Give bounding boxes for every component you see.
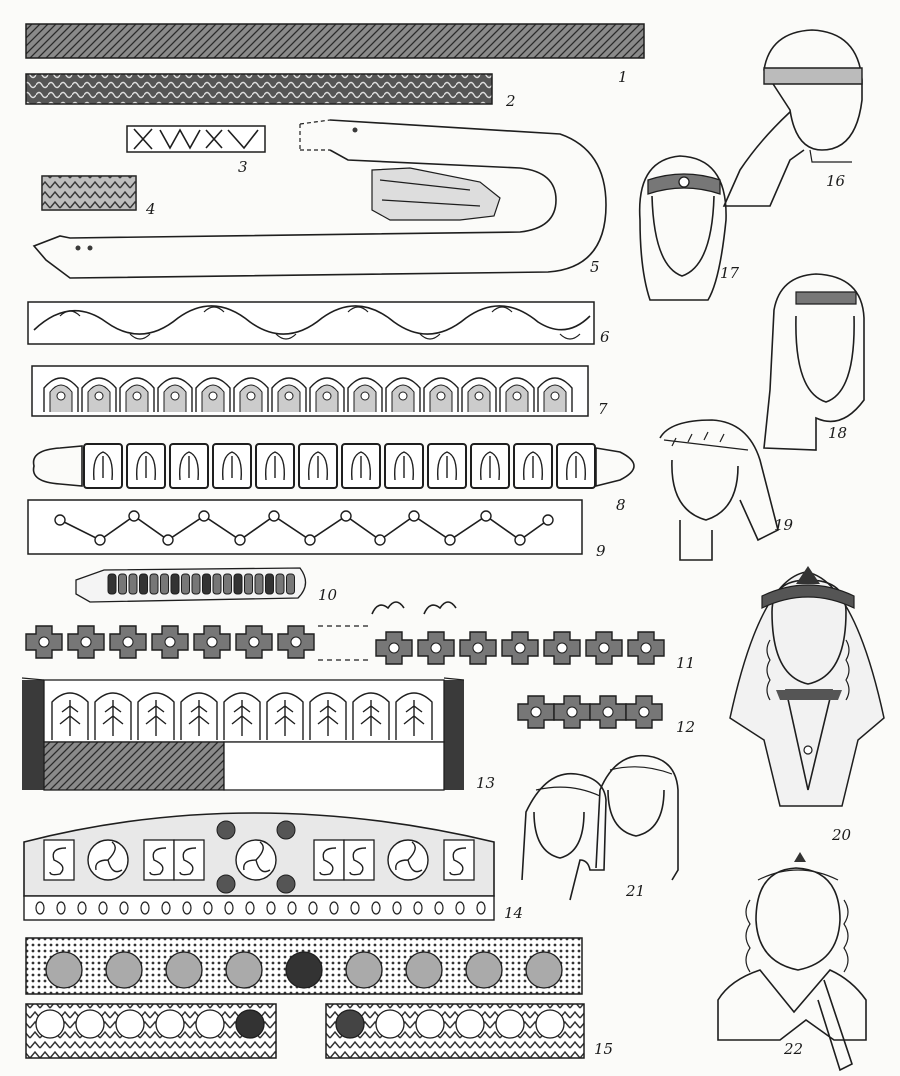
label-3: 3 xyxy=(238,158,248,176)
band-8-rectangular-plaques xyxy=(32,443,635,489)
band-7-arcade-plaques xyxy=(31,365,589,417)
head-22-crowned-curls xyxy=(717,852,867,1072)
band-1-woven xyxy=(25,23,645,59)
band-11-cross-links xyxy=(25,601,665,665)
band-13-arcade-panel xyxy=(21,677,465,791)
label-12: 12 xyxy=(676,718,695,736)
label-10: 10 xyxy=(318,586,338,604)
head-17-diadem xyxy=(638,155,727,301)
band-4-chevron xyxy=(41,175,137,211)
band-2-braided xyxy=(25,73,493,105)
label-13: 13 xyxy=(476,774,495,792)
band-14-crescent-diadem xyxy=(23,812,495,921)
band-10-bead-row xyxy=(75,567,307,603)
label-6: 6 xyxy=(600,328,610,346)
label-19: 19 xyxy=(774,516,794,534)
head-18-beaded-hood xyxy=(763,273,865,451)
label-4: 4 xyxy=(145,200,156,218)
label-11: 11 xyxy=(676,654,695,672)
head-20-crowned-veil xyxy=(729,566,885,807)
band-5-leather-strap xyxy=(32,119,607,279)
head-21-two-caps xyxy=(521,754,679,901)
band-3-cross-ornament xyxy=(126,125,266,153)
head-19-veil-hood xyxy=(659,419,779,561)
label-18: 18 xyxy=(828,424,847,442)
label-17: 17 xyxy=(720,264,740,282)
label-14: 14 xyxy=(504,904,523,922)
label-2: 2 xyxy=(505,92,516,110)
label-20: 20 xyxy=(831,826,852,844)
label-1: 1 xyxy=(618,68,628,86)
label-5: 5 xyxy=(590,258,600,276)
head-16-band-cap xyxy=(722,29,863,207)
band-15-medallion-bands xyxy=(25,937,585,1059)
label-22: 22 xyxy=(783,1040,803,1058)
label-16: 16 xyxy=(826,172,846,190)
band-9-zigzag-beads xyxy=(27,499,583,555)
label-9: 9 xyxy=(596,542,606,560)
label-15: 15 xyxy=(594,1040,613,1058)
band-6-vine-ornament xyxy=(27,301,595,345)
band-12-short-links xyxy=(517,695,663,729)
label-7: 7 xyxy=(598,400,608,418)
figure-labels: 1 2 3 4 5 6 7 8 9 10 11 12 13 14 15 16 1… xyxy=(145,68,852,1058)
label-8: 8 xyxy=(616,496,626,514)
label-21: 21 xyxy=(625,882,645,900)
